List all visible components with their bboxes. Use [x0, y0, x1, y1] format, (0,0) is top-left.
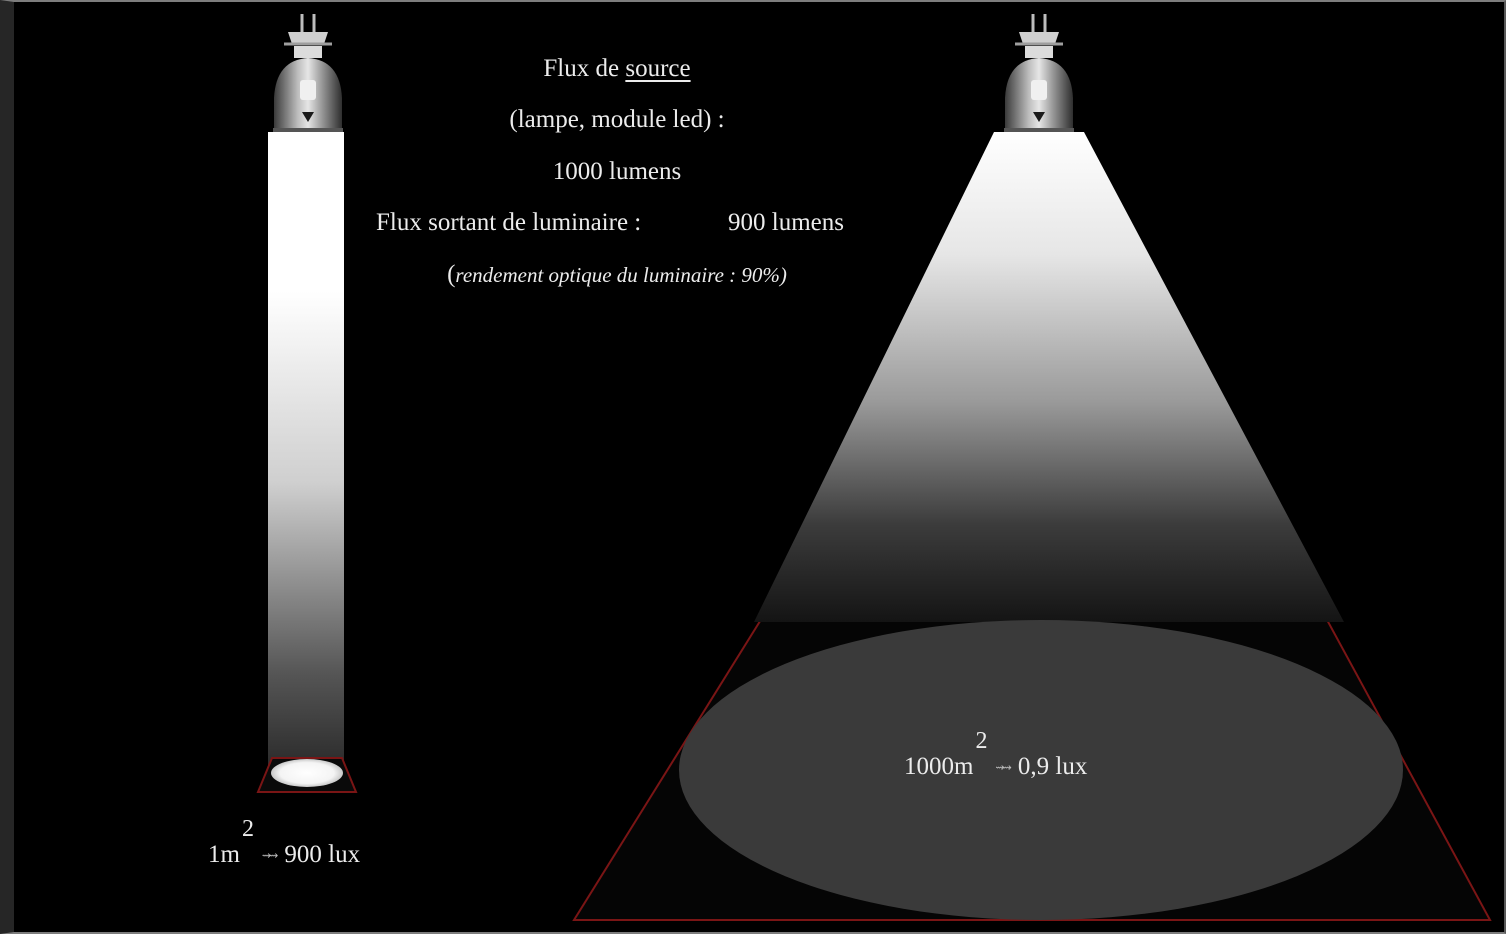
source-examples: (lampe, module led) : [509, 106, 725, 133]
diagram-artwork [256, 14, 1492, 921]
luminaire-lamp-icon [1004, 14, 1074, 132]
narrow-area-base: 1m [208, 841, 240, 868]
output-flux-label: Flux sortant de luminaire : [376, 209, 642, 236]
source-flux-title: Flux de source [543, 56, 690, 81]
source-word: source [625, 55, 691, 82]
source-lumens: 1000 lumens [552, 158, 682, 185]
wide-case-label: 1000m2 ⇝⇝ 0,9 lux [904, 729, 1088, 780]
efficiency-text: rendement optique du luminaire : 90%) [455, 263, 787, 287]
arrow-icon: ⇝⇝ [261, 849, 279, 862]
efficiency-note: (rendement optique du luminaire : 90%) [447, 262, 787, 287]
paren-open: ( [447, 261, 456, 288]
narrow-light-column [268, 132, 344, 770]
narrow-area-exponent: 2 [241, 816, 254, 842]
wide-illuminance: 0,9 lux [1017, 753, 1088, 780]
narrow-illuminance: 900 lux [284, 841, 361, 868]
wide-illuminated-ellipse [679, 620, 1403, 920]
wide-area-base: 1000m [904, 753, 974, 780]
narrow-light-spot [271, 759, 343, 787]
output-flux-value: 900 lumens [728, 209, 844, 236]
wide-light-cone [754, 132, 1344, 622]
arrow-icon: ⇝⇝ [995, 761, 1012, 774]
narrow-case-label: 1m2 ⇝⇝ 900 lux [208, 817, 361, 868]
luminaire-lamp-icon [273, 14, 343, 132]
source-flux-prefix: Flux de [543, 55, 626, 82]
wide-area-exponent: 2 [975, 728, 988, 754]
